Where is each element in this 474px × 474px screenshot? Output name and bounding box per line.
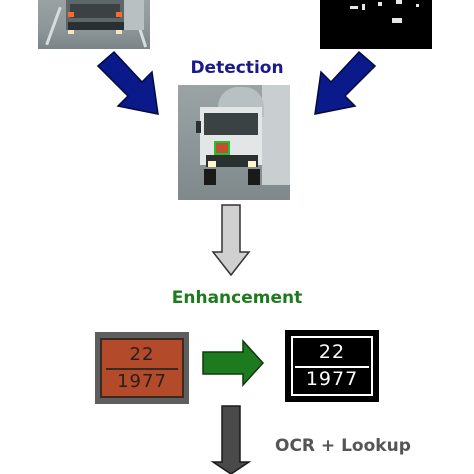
binarized-plate: 22 1977: [291, 336, 373, 396]
bright-spot: [378, 2, 382, 6]
plate-un-number: 1977: [305, 368, 359, 390]
detected-truck-image: [178, 85, 290, 200]
thresholded-image: [320, 0, 432, 49]
ocr-down-arrow: [210, 405, 252, 474]
headlight: [208, 161, 216, 167]
detection-arrow-right: [314, 50, 377, 115]
plate-hazard-number: 22: [129, 344, 155, 365]
truck-grille: [68, 22, 124, 30]
enhancement-down-arrow: [211, 204, 251, 277]
wheel: [204, 169, 216, 185]
plate-detection-box: [214, 141, 230, 155]
bright-spot: [396, 0, 402, 4]
truck-tank: [124, 0, 144, 30]
detection-arrow-left: [96, 50, 159, 115]
truck-windshield: [70, 4, 120, 18]
camera-frame-image: [38, 0, 150, 49]
headlight: [248, 161, 256, 167]
enhancement-label: Enhancement: [171, 288, 303, 308]
side-mirror: [196, 121, 201, 133]
hazard-plate: 22 1977: [100, 338, 184, 398]
plate-divider: [106, 368, 178, 370]
bright-spot: [416, 4, 419, 7]
plate-un-number: 1977: [117, 371, 167, 392]
headlight: [116, 30, 122, 34]
truck-tank: [262, 85, 290, 185]
wheel: [248, 169, 260, 185]
enhanced-plate-image: 22 1977: [285, 330, 379, 402]
headlight: [116, 12, 122, 17]
bright-spot: [350, 6, 358, 9]
enhancement-right-arrow: [202, 339, 265, 387]
detection-label: Detection: [190, 58, 284, 78]
bright-spot: [362, 4, 365, 10]
headlight: [68, 12, 74, 17]
truck-windshield: [204, 113, 258, 135]
plate-divider: [295, 366, 369, 368]
plate-hazard-number: 22: [318, 341, 346, 363]
bright-spot: [392, 18, 402, 23]
original-plate-image: 22 1977: [95, 332, 189, 404]
ocr-lookup-label: OCR + Lookup: [275, 436, 411, 456]
truck-bumper: [206, 155, 258, 167]
headlight: [68, 30, 74, 34]
